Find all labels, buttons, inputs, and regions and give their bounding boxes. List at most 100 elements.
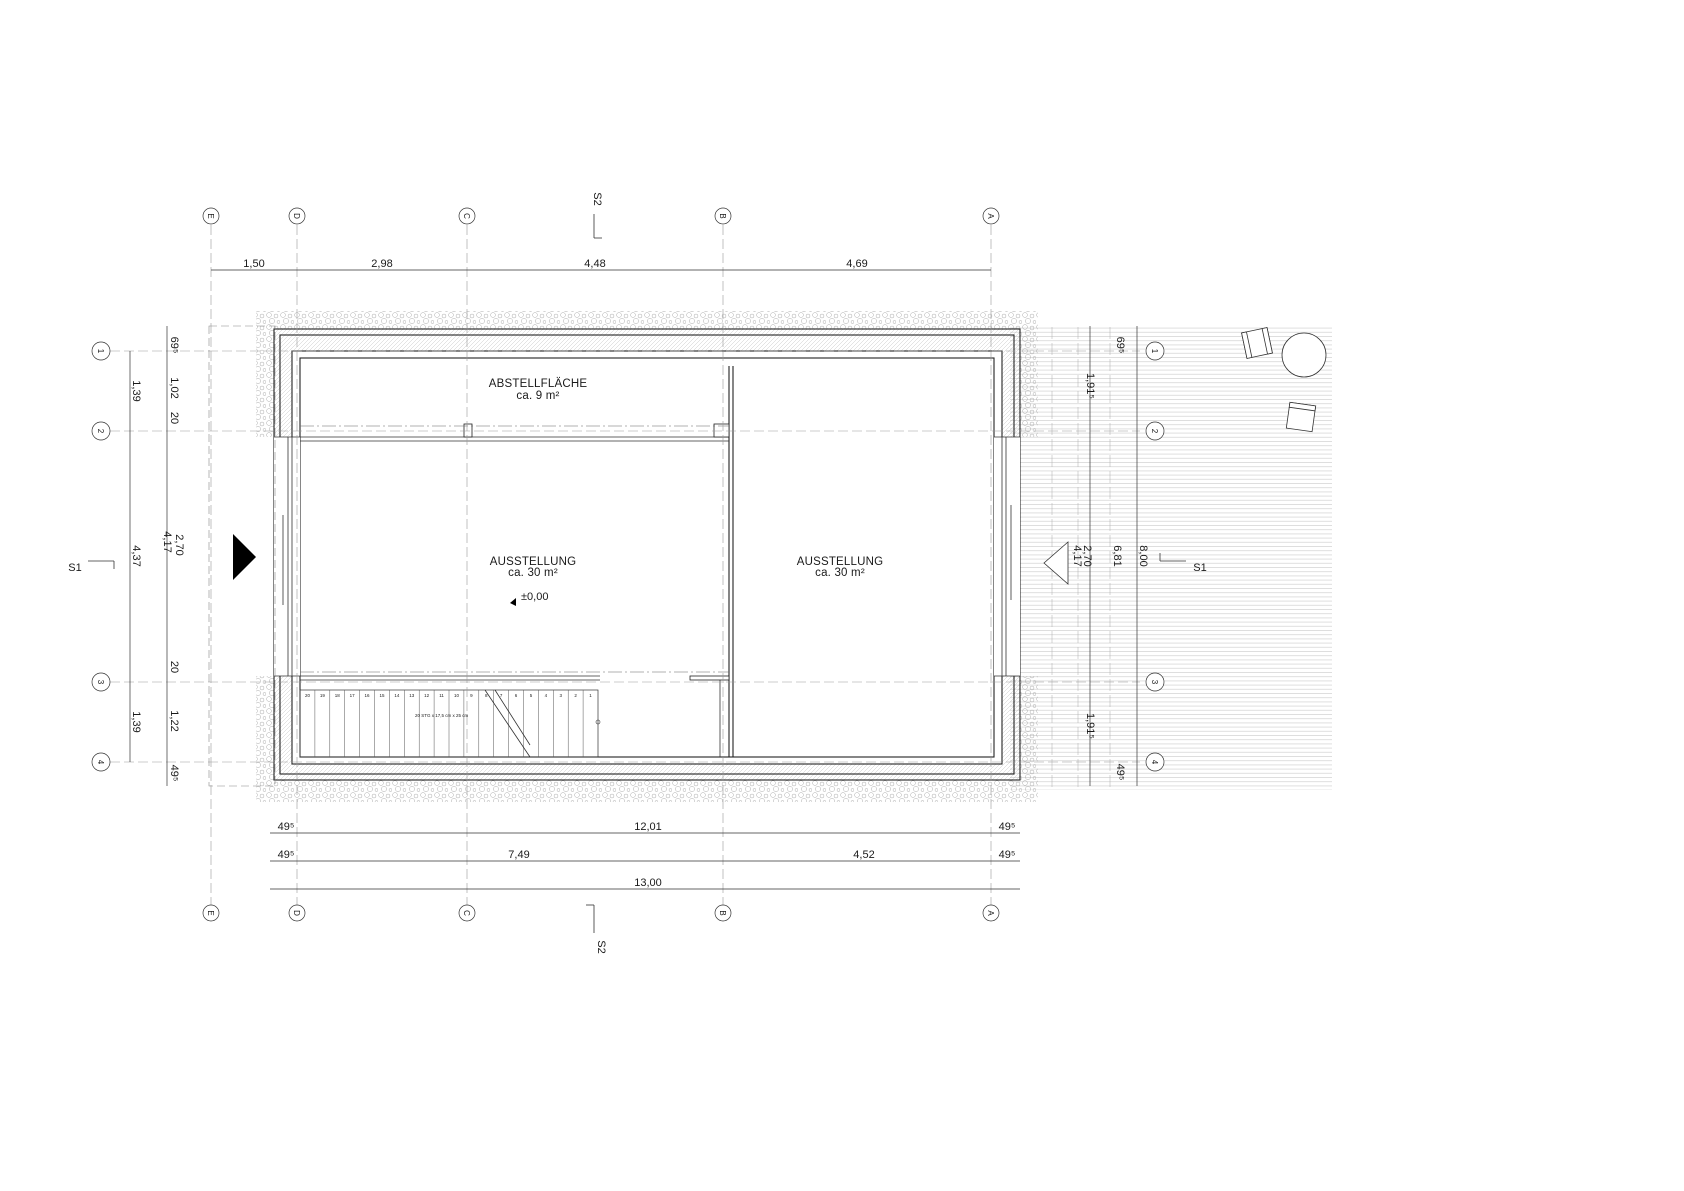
dim-value: 4,17 [1071, 545, 1083, 566]
room-exhibition-right: AUSSTELLUNG ca. 30 m² [797, 556, 884, 579]
axis-bubble-2: 2 [91, 421, 111, 441]
level-marker: ±0,00 [510, 591, 548, 606]
svg-text:S1: S1 [1193, 562, 1206, 574]
stair-step-number: 5 [530, 693, 533, 698]
stair-step-number: 11 [439, 693, 444, 698]
stair-step-number: 7 [500, 693, 503, 698]
room-name: AUSSTELLUNG [490, 556, 577, 568]
dim-value: 1,22 [168, 710, 180, 731]
svg-text:1: 1 [96, 349, 105, 354]
axis-bubble-b: B [714, 207, 732, 225]
stair-step-number: 4 [545, 693, 548, 698]
stair-step-number: 13 [409, 693, 415, 698]
dim-value: 2,70 [173, 534, 185, 555]
svg-text:1: 1 [1150, 349, 1159, 354]
dim-right: 69⁵ 1,91⁵ 4,17 2,70 6,81 8,00 1,91⁵ 49⁵ [1071, 326, 1149, 786]
axis-bubbles-right: 1 2 3 4 [1145, 341, 1165, 772]
dim-value: 20 [168, 661, 180, 673]
stair-step-number: 16 [365, 693, 371, 698]
axis-bubble-2: 2 [1145, 421, 1165, 441]
dim-left-outer: 1,39 4,37 1,39 [129, 351, 142, 762]
axis-bubble-4: 4 [1145, 752, 1165, 772]
stair-step-number: 14 [394, 693, 400, 698]
axis-bubble-d: D [288, 207, 306, 225]
stair-step-number: 17 [350, 693, 356, 698]
svg-text:E: E [206, 213, 215, 218]
axis-bubble-3: 3 [91, 672, 111, 692]
svg-text:B: B [718, 213, 727, 218]
svg-text:D: D [292, 910, 301, 916]
section-marker-s1-right: S1 [1159, 553, 1207, 574]
room-area: ca. 9 m² [516, 390, 559, 402]
stair-step-number: 6 [515, 693, 518, 698]
axis-bubble-c: C [458, 904, 476, 922]
stair-step-number: 10 [454, 693, 460, 698]
dim-left-inner: 69⁵ 1,02 20 4,17 2,70 20 1,22 49⁵ [161, 326, 185, 786]
axis-bubble-b: B [714, 904, 732, 922]
axis-bubble-1: 1 [91, 341, 111, 361]
stair-step-number: 3 [559, 693, 562, 698]
dim-bottom-row1: 49⁵ 12,01 49⁵ [270, 821, 1020, 834]
grid-lines [110, 225, 1140, 905]
svg-text:3: 3 [96, 680, 105, 685]
stair-step-number: 15 [379, 693, 385, 698]
svg-text:±0,00: ±0,00 [521, 591, 548, 603]
dim-value: 1,39 [130, 711, 142, 732]
svg-text:D: D [292, 213, 301, 219]
dim-value: 49⁵ [999, 849, 1016, 861]
terrace-entrance-arrow-icon [1043, 541, 1069, 585]
stair-step-number: 8 [485, 693, 488, 698]
dim-value: 12,01 [634, 821, 662, 833]
axis-bubble-3: 3 [1145, 672, 1165, 692]
svg-text:4: 4 [1150, 760, 1159, 765]
section-marker-s1-left: S1 [68, 560, 115, 574]
axis-bubble-4: 4 [91, 752, 111, 772]
axis-bubble-e: E [202, 207, 220, 225]
dim-value: 1,91⁵ [1084, 373, 1096, 399]
dim-value: 1,02 [168, 377, 180, 398]
svg-text:S2: S2 [591, 192, 603, 205]
room-storage: ABSTELLFLÄCHE ca. 9 m² [489, 378, 588, 402]
svg-text:2: 2 [1150, 429, 1159, 434]
stair-step-number: 18 [335, 693, 341, 698]
room-area: ca. 30 m² [508, 567, 558, 579]
room-name: ABSTELLFLÄCHE [489, 378, 588, 390]
dim-value: 4,48 [584, 258, 605, 270]
dim-value: 4,52 [853, 849, 874, 861]
stair-step-number: 1 [589, 693, 592, 698]
axis-bubble-d: D [288, 904, 306, 922]
dim-top: 1,50 2,98 4,48 4,69 [211, 258, 991, 271]
svg-text:A: A [986, 910, 995, 916]
axis-bubble-a: A [982, 904, 1000, 922]
chair [1285, 401, 1317, 433]
dim-value: 1,39 [130, 380, 142, 401]
dim-value: 49⁵ [278, 849, 295, 861]
dim-value: 20 [168, 412, 180, 424]
dim-value: 49⁵ [999, 821, 1016, 833]
svg-text:A: A [986, 213, 995, 219]
room-name: AUSSTELLUNG [797, 556, 884, 568]
axis-bubbles-left: 1 2 3 4 [91, 341, 111, 772]
dim-value: 69⁵ [1114, 337, 1126, 354]
axis-bubble-1: 1 [1145, 341, 1165, 361]
svg-text:S1: S1 [68, 562, 81, 574]
svg-text:E: E [206, 910, 215, 915]
dim-value: 7,49 [508, 849, 529, 861]
dim-value: 2,70 [1081, 545, 1093, 566]
stair-note: 20 STG x 17,5 cm x 25 cm [415, 713, 469, 718]
stair-step-number: 19 [320, 693, 326, 698]
svg-text:3: 3 [1150, 680, 1159, 685]
section-marker-s2-bottom: S2 [586, 904, 607, 954]
stair-step-number: 20 [305, 693, 311, 698]
stair-step-number: 9 [470, 693, 473, 698]
stair-step-number: 12 [424, 693, 430, 698]
entrance-arrow-icon [233, 534, 256, 580]
gravel-surround [256, 311, 1038, 802]
round-table [1281, 332, 1327, 378]
dim-value: 8,00 [1137, 545, 1149, 566]
dim-value: 69⁵ [168, 337, 180, 354]
svg-text:C: C [462, 910, 471, 916]
axis-bubble-e: E [202, 904, 220, 922]
